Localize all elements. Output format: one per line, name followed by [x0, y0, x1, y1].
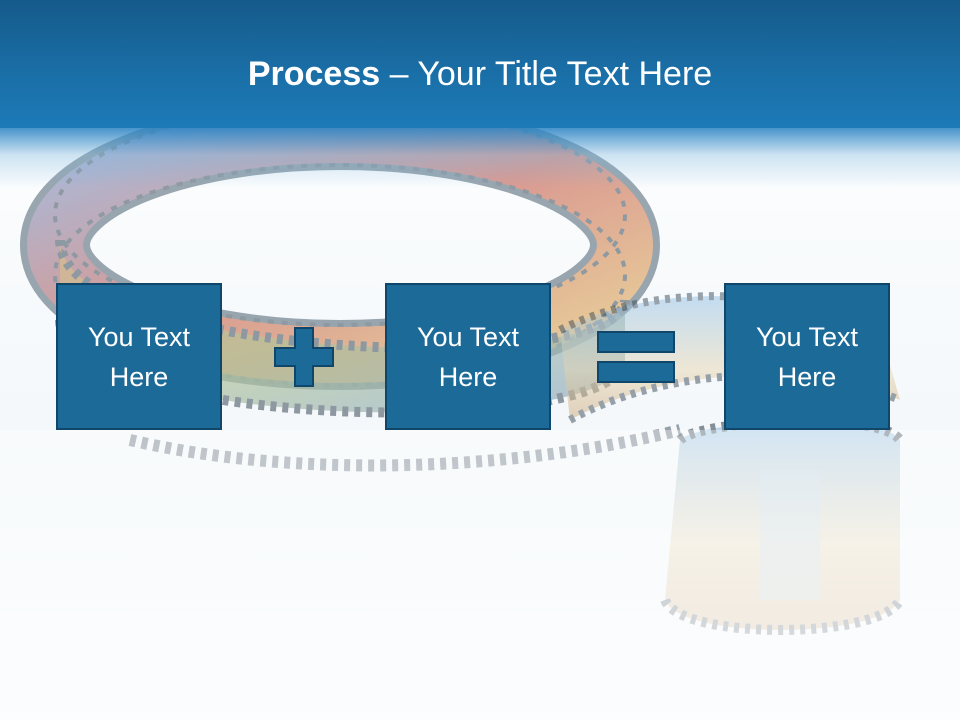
title-rest: – Your Title Text Here [380, 55, 713, 93]
text-box-1-label: You Text Here [87, 321, 191, 392]
equals-icon [597, 331, 675, 383]
header-bar [0, 0, 960, 128]
slide-title: Process – Your Title Text Here [0, 52, 960, 96]
title-bold: Process [247, 55, 381, 93]
text-box-3-label: You Text Here [755, 321, 859, 392]
text-box-2-label: You Text Here [416, 321, 520, 392]
text-box-1[interactable]: You Text Here [56, 283, 222, 430]
text-box-3[interactable]: You Text Here [724, 283, 890, 430]
plus-icon [274, 327, 334, 387]
text-box-2[interactable]: You Text Here [385, 283, 551, 430]
header-fade [0, 128, 960, 188]
